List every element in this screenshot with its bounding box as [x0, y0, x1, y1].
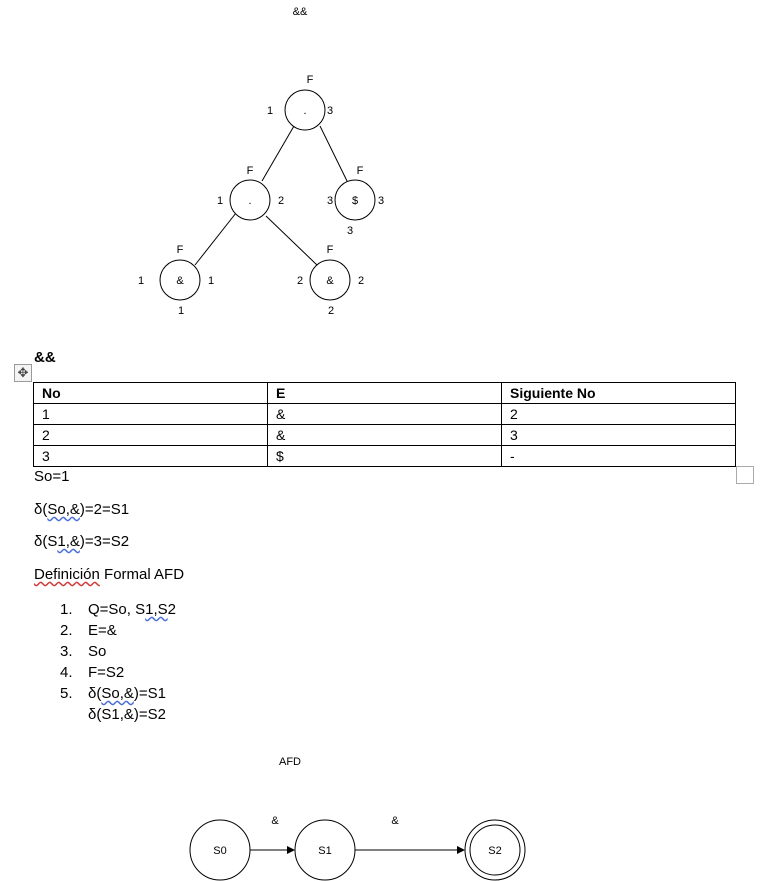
table-cell: &: [267, 424, 502, 446]
list-item-continuation: δ(S1,&)=S2: [88, 706, 166, 723]
syntax-tree-diagram: && . F 1 3 . F 1 2 $ F 3 3 3 & F 1 1 1: [138, 6, 384, 317]
state-s1: S1: [294, 819, 356, 881]
move-icon: ✥: [17, 365, 29, 380]
list-item: 4.F=S2: [60, 664, 125, 681]
afd-title: AFD: [279, 756, 301, 768]
node-nullable: F: [357, 165, 364, 177]
table-cell: $: [267, 445, 502, 467]
table-cell: &: [267, 403, 502, 425]
section-heading: &&: [34, 349, 56, 366]
node-position: 3: [347, 225, 353, 237]
tree-node-amp-1: & F 1 1 1: [138, 244, 214, 317]
table-resize-handle[interactable]: [736, 466, 754, 484]
table-cell: 1: [33, 403, 268, 425]
tree-node-inner: . F 1 2: [217, 165, 284, 221]
node-first: 2: [297, 275, 303, 287]
node-nullable: F: [327, 244, 334, 256]
edge-root-dollar: [319, 125, 349, 184]
state-s0: S0: [189, 819, 251, 881]
state-label: S1: [318, 845, 331, 857]
list-item: 3.So: [60, 643, 107, 660]
edge-root-inner: [261, 125, 295, 182]
node-symbol: &: [176, 275, 184, 287]
state-label: S0: [213, 845, 226, 857]
table-cell: 3: [501, 424, 736, 446]
list-item: 5.δ(So,&)=S1: [60, 685, 166, 702]
node-position: 1: [178, 305, 184, 317]
node-last: 3: [378, 195, 384, 207]
table-cell: 2: [501, 403, 736, 425]
transition-label: &: [271, 815, 279, 827]
node-last: 2: [358, 275, 364, 287]
node-symbol: &: [326, 275, 334, 287]
node-nullable: F: [307, 74, 314, 86]
table-header-row: No E Siguiente No: [33, 382, 736, 404]
node-position: 2: [328, 305, 334, 317]
edge-inner-amp1: [194, 212, 237, 266]
table-header-cell: E: [267, 382, 502, 404]
node-last: 1: [208, 275, 214, 287]
delta-line-1: δ(So,&)=2=S1: [34, 501, 130, 518]
list-item: 1.Q=So, S1,S2: [60, 601, 176, 618]
tree-node-amp-2: & F 2 2 2: [297, 244, 364, 317]
delta-line-2: δ(S1,&)=3=S2: [34, 533, 130, 550]
node-first: 1: [267, 105, 273, 117]
node-first: 1: [217, 195, 223, 207]
table-header-cell: No: [33, 382, 268, 404]
table-row: 2 & 3: [33, 424, 736, 446]
transition-label: &: [391, 815, 399, 827]
list-item: 2.E=&: [60, 622, 117, 639]
table-move-handle[interactable]: ✥: [14, 364, 32, 382]
formal-definition-heading: Definición Formal AFD: [34, 566, 185, 583]
table-row: 3 $ -: [33, 445, 736, 467]
node-symbol: .: [303, 105, 306, 117]
table-cell: -: [501, 445, 736, 467]
state-s2-accepting: S2: [464, 819, 526, 881]
table-cell: 2: [33, 424, 268, 446]
node-symbol: $: [352, 195, 358, 207]
node-last: 3: [327, 105, 333, 117]
node-symbol: .: [248, 195, 251, 207]
node-nullable: F: [177, 244, 184, 256]
table-row: 1 & 2: [33, 403, 736, 425]
formal-definition-list: 1.Q=So, S1,S2 2.E=& 3.So 4.F=S2 5.δ(So,&…: [60, 599, 176, 725]
start-state-line: So=1: [34, 468, 70, 485]
table-header-cell: Siguiente No: [501, 382, 736, 404]
tree-title: &&: [293, 6, 308, 18]
tree-node-root: . F 1 3: [267, 74, 333, 131]
table-cell: 3: [33, 445, 268, 467]
edge-inner-amp2: [265, 215, 318, 266]
transition-table: No E Siguiente No 1 & 2 2 & 3 3 $ -: [33, 382, 736, 467]
node-first: 3: [327, 195, 333, 207]
node-nullable: F: [247, 165, 254, 177]
state-label: S2: [488, 845, 501, 857]
node-first: 1: [138, 275, 144, 287]
tree-node-dollar: $ F 3 3 3: [327, 165, 384, 237]
node-last: 2: [278, 195, 284, 207]
